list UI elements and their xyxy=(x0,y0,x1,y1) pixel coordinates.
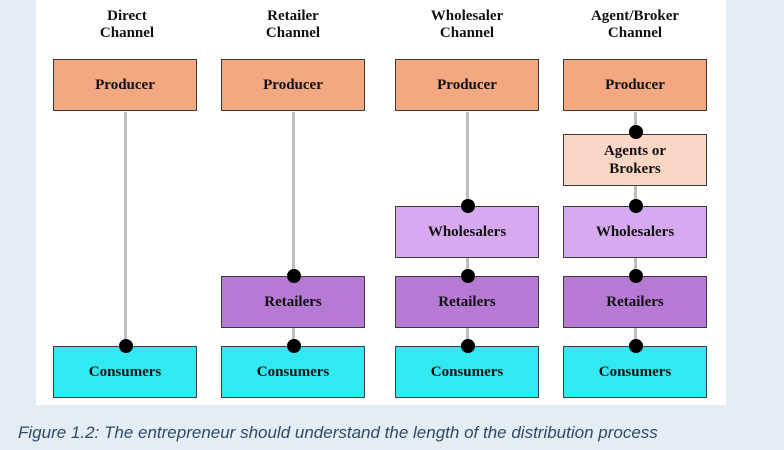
distribution-channels-diagram: Direct Channel Retailer Channel Wholesal… xyxy=(36,0,726,405)
column-title-line1: Retailer xyxy=(267,8,319,24)
consumers-box: Consumers xyxy=(395,346,539,398)
retailers-label: Retailers xyxy=(264,294,322,310)
connector-dot xyxy=(461,199,475,213)
column-title-line1: Direct xyxy=(107,8,147,24)
wholesalers-box: Wholesalers xyxy=(395,206,539,258)
retailers-box: Retailers xyxy=(221,276,365,328)
retailers-box: Retailers xyxy=(563,276,707,328)
column-title-agent-broker: Agent/Broker Channel xyxy=(560,8,710,42)
connector-dot xyxy=(629,269,643,283)
column-title-line1: Agent/Broker xyxy=(590,8,680,24)
producer-label: Producer xyxy=(95,77,155,93)
consumers-box: Consumers xyxy=(53,346,197,398)
consumers-label: Consumers xyxy=(256,364,330,380)
producer-box: Producer xyxy=(221,59,365,111)
consumers-box: Consumers xyxy=(221,346,365,398)
column-title-line2: Channel xyxy=(99,25,155,41)
column-title-line2: Channel xyxy=(265,25,321,41)
producer-box: Producer xyxy=(395,59,539,111)
consumers-label: Consumers xyxy=(88,364,162,380)
producer-label: Producer xyxy=(263,77,323,93)
retailers-label: Retailers xyxy=(606,294,664,310)
column-title-line2: Channel xyxy=(607,25,663,41)
agents-brokers-box: Agents or Brokers xyxy=(563,134,707,186)
connector-dot xyxy=(287,269,301,283)
connector-dot xyxy=(119,339,133,353)
connector-line-direct xyxy=(124,112,127,348)
wholesalers-box: Wholesalers xyxy=(563,206,707,258)
column-title-direct: Direct Channel xyxy=(52,8,202,42)
retailers-label: Retailers xyxy=(438,294,496,310)
producer-label: Producer xyxy=(437,77,497,93)
wholesalers-label: Wholesalers xyxy=(595,224,675,240)
column-title-line2: Channel xyxy=(439,25,495,41)
connector-dot xyxy=(629,199,643,213)
connector-dot xyxy=(287,339,301,353)
producer-box: Producer xyxy=(53,59,197,111)
retailers-box: Retailers xyxy=(395,276,539,328)
connector-line-retailer xyxy=(292,112,295,348)
column-title-line1: Wholesaler xyxy=(430,8,504,24)
connector-dot xyxy=(461,339,475,353)
connector-dot xyxy=(461,269,475,283)
agents-label-line2: Brokers xyxy=(609,161,661,177)
consumers-label: Consumers xyxy=(430,364,504,380)
connector-dot xyxy=(629,339,643,353)
producer-label: Producer xyxy=(605,77,665,93)
column-title-retailer: Retailer Channel xyxy=(218,8,368,42)
consumers-label: Consumers xyxy=(598,364,672,380)
agents-label-line1: Agents or xyxy=(603,143,667,159)
column-title-wholesaler: Wholesaler Channel xyxy=(392,8,542,42)
connector-dot xyxy=(629,125,643,139)
wholesalers-label: Wholesalers xyxy=(427,224,507,240)
figure-caption: Figure 1.2: The entrepreneur should unde… xyxy=(18,423,658,442)
producer-box: Producer xyxy=(563,59,707,111)
consumers-box: Consumers xyxy=(563,346,707,398)
